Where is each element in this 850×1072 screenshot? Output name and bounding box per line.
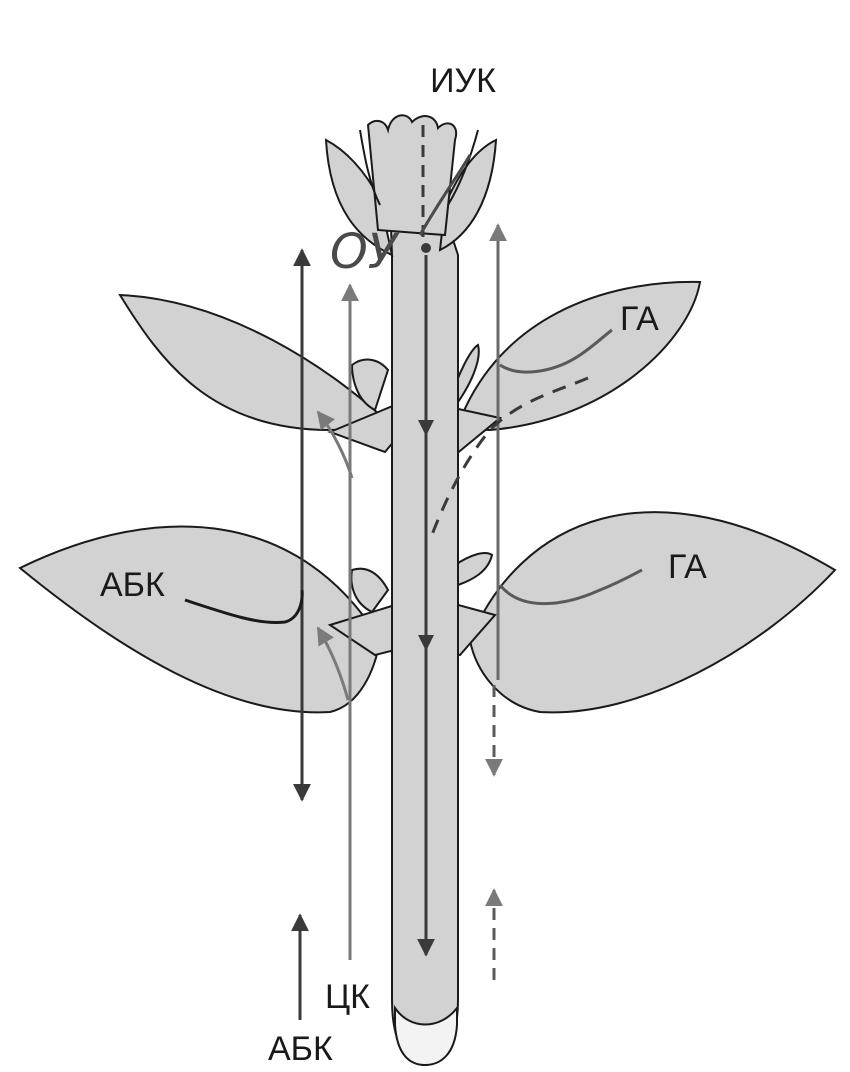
- apex-inner-leaflet: [359, 129, 381, 206]
- apex-left-leaflet: [324, 138, 394, 257]
- apex-inner-leaflet: [447, 129, 479, 206]
- auxin-arrowhead: [418, 420, 434, 436]
- ga-lower-leaf-curve: [498, 568, 643, 606]
- label-abk-leaf: АБК: [100, 566, 165, 604]
- label-abk-bottom: АБК: [268, 1030, 333, 1068]
- ck-branch-arrow: [316, 410, 354, 479]
- handwritten-stroke: [418, 154, 472, 236]
- axillary-bud: [453, 552, 494, 587]
- auxin-arrowhead: [418, 635, 434, 651]
- label-iuk: ИУК: [430, 62, 496, 100]
- label-ga-lower: ГА: [668, 548, 707, 586]
- stem: [388, 199, 459, 1067]
- shoot-apex: [366, 114, 458, 237]
- label-ga-upper: ГА: [620, 300, 659, 338]
- ck-branch-arrow: [316, 626, 350, 701]
- leaf-lower-right: [468, 511, 837, 714]
- ga-upper-dashed-curve: [428, 376, 589, 541]
- handwritten-label: ОУ: [330, 224, 400, 280]
- leaf-upper-left: [118, 293, 382, 432]
- apex-right-leaflet: [438, 138, 498, 252]
- ga-upper-leaf-curve: [499, 328, 613, 374]
- axillary-bud: [350, 358, 390, 412]
- apex-dot: [421, 243, 431, 253]
- label-ck: ЦК: [325, 978, 370, 1016]
- root-tip: [394, 1004, 458, 1067]
- leaf-lower-left: [18, 525, 382, 714]
- aba-leaf-curve: [184, 589, 304, 625]
- axillary-bud: [350, 567, 390, 614]
